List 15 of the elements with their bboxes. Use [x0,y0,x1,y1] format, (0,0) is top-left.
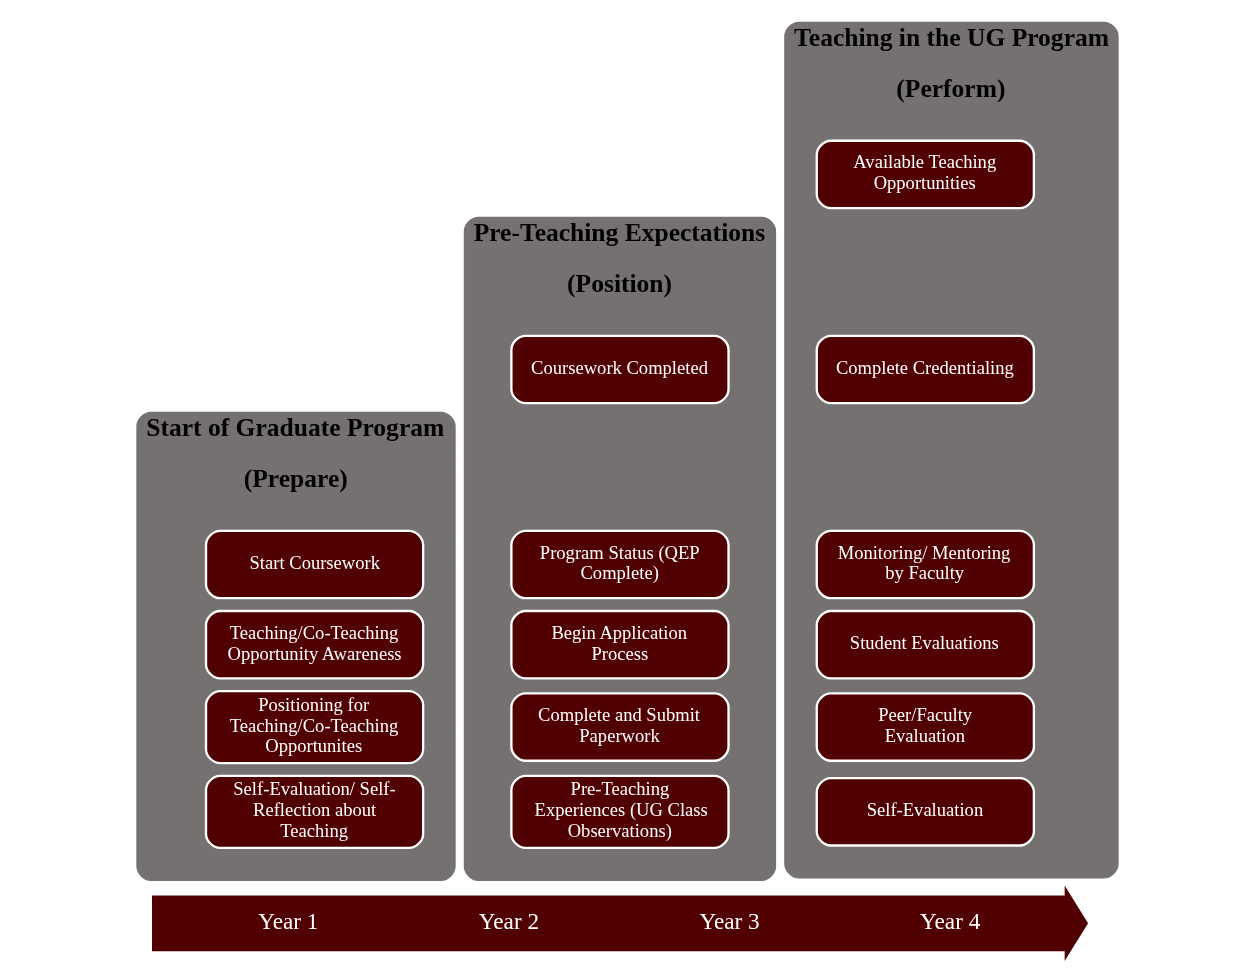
node-box: Teaching/Co-Teaching Opportunity Awareness [204,609,425,680]
node-box: Start Coursework [204,529,425,600]
node-box: Available Teaching Opportunities [815,139,1036,210]
node-box: Positioning for Teaching/Co-Teaching Opportunites [204,689,425,765]
node-box: Monitoring/ Mentoring by Faculty [815,529,1036,600]
node-box: Coursework Completed [510,334,730,405]
node-box: Self-Evaluation/ Self-Reflection about Teaching [204,774,425,849]
node-box: Peer/Faculty Evaluation [815,692,1036,762]
node-box: Program Status (QEP Complete) [510,529,730,600]
node-box: Self-Evaluation [815,777,1036,847]
node-box: Student Evaluations [815,609,1036,680]
node-box: Complete and Submit Paperwork [510,692,730,762]
node-box: Begin Application Process [510,609,730,680]
node-box: Complete Credentialing [815,334,1036,405]
node-box: Pre-Teaching Experiences (UG Class Observations) [510,774,730,849]
